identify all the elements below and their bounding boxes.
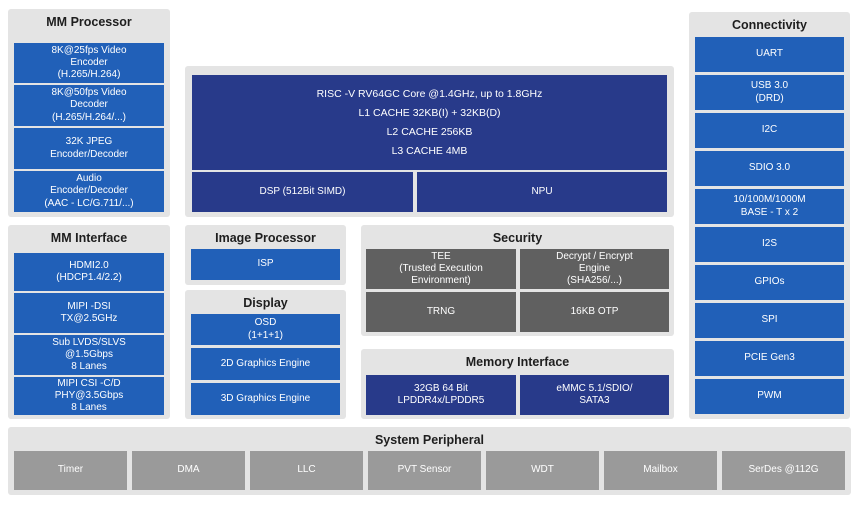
system-peripheral-title: System Peripheral bbox=[374, 433, 485, 447]
mm-processor-panel: MM Processor 8K@25fps Video Encoder (H.2… bbox=[8, 9, 170, 217]
image-processor-title: Image Processor bbox=[215, 231, 316, 245]
audio-codec-block: Audio Encoder/Decoder (AAC - LC/G.711/..… bbox=[14, 171, 164, 212]
video-decoder-block: 8K@50fps Video Decoder (H.265/H.264/...) bbox=[14, 85, 164, 126]
image-processor-panel: Image Processor ISP bbox=[185, 225, 346, 285]
pvt-sensor-block: PVT Sensor bbox=[368, 451, 481, 490]
ethernet-block: 10/100M/1000M BASE - T x 2 bbox=[695, 189, 844, 224]
mipi-csi-block: MIPI CSI -C/D PHY@3.5Gbps 8 Lanes bbox=[14, 377, 164, 415]
video-encoder-block: 8K@25fps Video Encoder (H.265/H.264) bbox=[14, 43, 164, 83]
connectivity-title: Connectivity bbox=[731, 18, 807, 32]
memory-interface-panel: Memory Interface 32GB 64 Bit LPDDR4x/LPD… bbox=[361, 349, 674, 419]
cpu-core-line: RISC -V RV64GC Core @1.4GHz, up to 1.8GH… bbox=[316, 87, 543, 100]
trng-block: TRNG bbox=[366, 292, 516, 332]
gpios-block: GPIOs bbox=[695, 265, 844, 300]
cpu-core-block: RISC -V RV64GC Core @1.4GHz, up to 1.8GH… bbox=[192, 75, 667, 170]
graphics-3d-block: 3D Graphics Engine bbox=[191, 383, 340, 415]
uart-block: UART bbox=[695, 37, 844, 72]
jpeg-codec-block: 32K JPEG Encoder/Decoder bbox=[14, 128, 164, 169]
l1-cache-line: L1 CACHE 32KB(I) + 32KB(D) bbox=[358, 106, 501, 119]
tee-block: TEE (Trusted Execution Environment) bbox=[366, 249, 516, 289]
security-title: Security bbox=[492, 231, 543, 245]
cpu-panel: RISC -V RV64GC Core @1.4GHz, up to 1.8GH… bbox=[185, 66, 674, 217]
l2-cache-line: L2 CACHE 256KB bbox=[386, 125, 473, 138]
timer-block: Timer bbox=[14, 451, 127, 490]
mm-interface-title: MM Interface bbox=[50, 231, 128, 245]
l3-cache-line: L3 CACHE 4MB bbox=[391, 144, 468, 157]
lpddr-block: 32GB 64 Bit LPDDR4x/LPDDR5 bbox=[366, 375, 516, 415]
i2c-block: I2C bbox=[695, 113, 844, 148]
hdmi-block: HDMI2.0 (HDCP1.4/2.2) bbox=[14, 253, 164, 291]
sdio-block: SDIO 3.0 bbox=[695, 151, 844, 186]
sub-lvds-block: Sub LVDS/SLVS @1.5Gbps 8 Lanes bbox=[14, 335, 164, 375]
graphics-2d-block: 2D Graphics Engine bbox=[191, 348, 340, 380]
memory-interface-title: Memory Interface bbox=[465, 355, 570, 369]
mipi-dsi-block: MIPI -DSI TX@2.5GHz bbox=[14, 293, 164, 333]
pwm-block: PWM bbox=[695, 379, 844, 414]
spi-block: SPI bbox=[695, 303, 844, 338]
pcie-block: PCIE Gen3 bbox=[695, 341, 844, 376]
serdes-block: SerDes @112G bbox=[722, 451, 845, 490]
i2s-block: I2S bbox=[695, 227, 844, 262]
usb-block: USB 3.0 (DRD) bbox=[695, 75, 844, 110]
npu-block: NPU bbox=[417, 172, 667, 212]
otp-block: 16KB OTP bbox=[520, 292, 669, 332]
wdt-block: WDT bbox=[486, 451, 599, 490]
dma-block: DMA bbox=[132, 451, 245, 490]
mm-processor-title: MM Processor bbox=[46, 15, 132, 29]
mm-interface-panel: MM Interface HDMI2.0 (HDCP1.4/2.2) MIPI … bbox=[8, 225, 170, 419]
osd-block: OSD (1+1+1) bbox=[191, 314, 340, 345]
crypto-engine-block: Decrypt / Encrypt Engine (SHA256/...) bbox=[520, 249, 669, 289]
isp-block: ISP bbox=[191, 249, 340, 280]
display-title: Display bbox=[243, 296, 288, 310]
dsp-block: DSP (512Bit SIMD) bbox=[192, 172, 413, 212]
emmc-block: eMMC 5.1/SDIO/ SATA3 bbox=[520, 375, 669, 415]
llc-block: LLC bbox=[250, 451, 363, 490]
display-panel: Display OSD (1+1+1) 2D Graphics Engine 3… bbox=[185, 290, 346, 419]
security-panel: Security TEE (Trusted Execution Environm… bbox=[361, 225, 674, 336]
system-peripheral-panel: System Peripheral Timer DMA LLC PVT Sens… bbox=[8, 427, 851, 495]
connectivity-panel: Connectivity UART USB 3.0 (DRD) I2C SDIO… bbox=[689, 12, 850, 419]
mailbox-block: Mailbox bbox=[604, 451, 717, 490]
